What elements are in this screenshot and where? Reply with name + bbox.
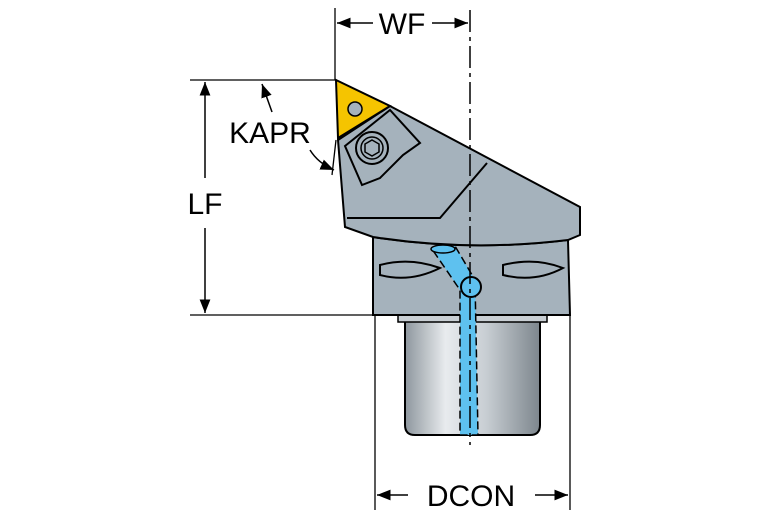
lf-label: LF (187, 188, 222, 221)
coolant-channel (430, 244, 482, 436)
extension-lines (190, 8, 571, 510)
hex-socket-icon (364, 139, 380, 157)
insert (334, 78, 393, 140)
kapr-arrow-top (261, 83, 273, 113)
screw (355, 131, 389, 165)
kapr-arrow-bottom (309, 149, 335, 171)
slot-right (502, 260, 566, 279)
tool-body (336, 104, 581, 247)
dcon-label: DCON (427, 480, 515, 513)
slot-left (379, 260, 443, 279)
wf-label: WF (379, 8, 426, 41)
kapr-label: KAPR (229, 117, 311, 150)
